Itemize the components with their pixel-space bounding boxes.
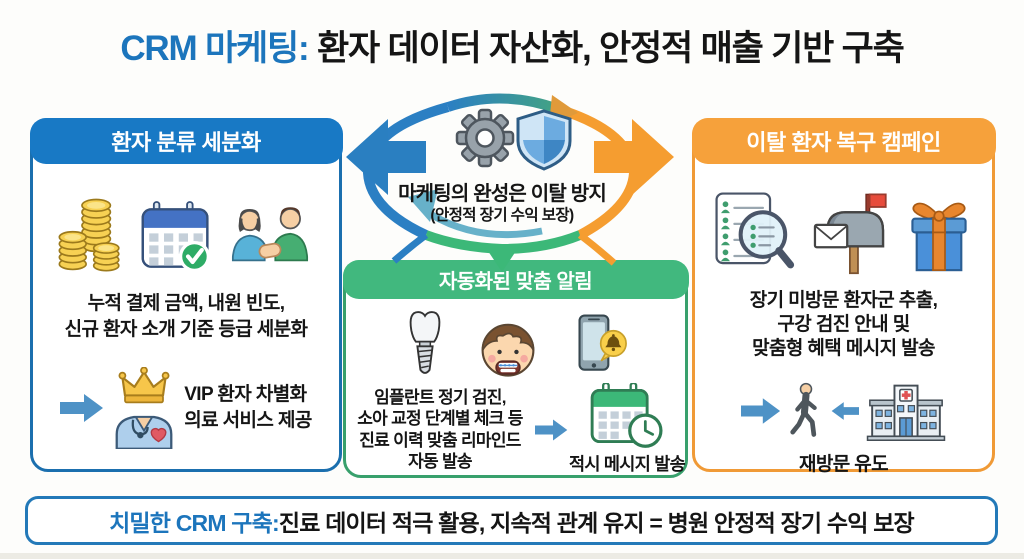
cycle-junction-arrowhead: [549, 95, 578, 125]
walking-person-icon: [790, 382, 817, 437]
phone-alert-icon: [577, 314, 627, 371]
panel-header-segmentation: 환자 분류 세분화: [29, 117, 343, 164]
title-rest: 환자 데이터 자산화, 안정적 매출 기반 구축: [308, 29, 905, 68]
footer-rest: 진료 데이터 적극 활용, 지속적 관계 유지 = 병원 안정적 장기 수익 보…: [278, 509, 915, 536]
panel-churn-recovery: 이탈 환자 복구 캠페인: [691, 117, 996, 475]
automation-content-row: 임플란트 정기 검진, 소아 교정 단계별 체크 등 진료 이력 맞춤 리마인드…: [350, 383, 686, 476]
segmentation-result-row: VIP 환자 차별화 의료 서비스 제공: [33, 367, 339, 449]
cycle-caption: 마케팅의 완성은 이탈 방지: [398, 183, 607, 205]
shield-icon: [516, 109, 572, 171]
recovery-body-text: 장기 미방문 환자군 추출, 구강 검진 안내 및 맞춤형 혜택 메시지 발송: [749, 290, 938, 359]
automation-result-label: 적시 메시지 발송: [568, 454, 686, 474]
automation-result: 적시 메시지 발송: [569, 383, 686, 476]
segmentation-icon-row: [33, 179, 339, 275]
recovery-icon-row: [695, 181, 992, 275]
calendar-clock-icon: [590, 383, 663, 448]
arrow-right-icon: [741, 398, 781, 424]
title-highlight: CRM 마케팅:: [120, 29, 309, 68]
gift-icon: [910, 202, 967, 272]
cycle-subcaption: (안정적 장기 수익 보장): [430, 207, 574, 224]
arrow-right-icon: [534, 418, 568, 441]
panel-automated-alerts: 자동화된 맞춤 알림: [342, 259, 689, 478]
recovery-result-row: [695, 373, 992, 449]
panel-patient-segmentation: 환자 분류 세분화: [29, 117, 343, 472]
page-bottom-edge: [0, 553, 1024, 559]
footer-highlight: 치밀한 CRM 구축:: [109, 509, 280, 536]
panel-header-recovery: 이탈 환자 복구 캠페인: [691, 117, 996, 164]
automation-icon-row: [346, 307, 685, 379]
segmentation-body-text: 누적 결제 금액, 내원 빈도, 신규 환자 소개 기준 등급 세분화: [64, 293, 308, 340]
patient-list-search-icon: [714, 192, 794, 269]
crown-icon: [118, 367, 170, 404]
segmentation-result-text: VIP 환자 차별화 의료 서비스 제공: [184, 384, 312, 431]
vip-crown-doctor-icon: [114, 367, 174, 449]
recovery-result-label: 재방문 유도: [798, 454, 889, 475]
gear-icon: [455, 108, 515, 168]
automation-body-text: 임플란트 정기 검진, 소아 교정 단계별 체크 등 진료 이력 맞춤 리마인드…: [357, 387, 523, 472]
arrow-right-icon: [60, 394, 104, 422]
panel-header-automation: 자동화된 맞춤 알림: [342, 259, 689, 299]
doctor-icon: [115, 415, 173, 449]
implant-icon: [409, 311, 440, 374]
hospital-icon: [866, 384, 946, 441]
coins-icon: [58, 198, 120, 272]
child-braces-icon: [481, 323, 534, 377]
mailbox-icon: [813, 193, 887, 275]
calendar-check-icon: [141, 201, 210, 272]
handshake-icon: [231, 207, 309, 262]
page-title: CRM 마케팅: 환자 데이터 자산화, 안정적 매출 기반 구축: [0, 20, 1024, 71]
arrow-left-icon: [831, 402, 859, 420]
footer-summary-bar: 치밀한 CRM 구축: 진료 데이터 적극 활용, 지속적 관계 유지 = 병원…: [25, 496, 998, 545]
